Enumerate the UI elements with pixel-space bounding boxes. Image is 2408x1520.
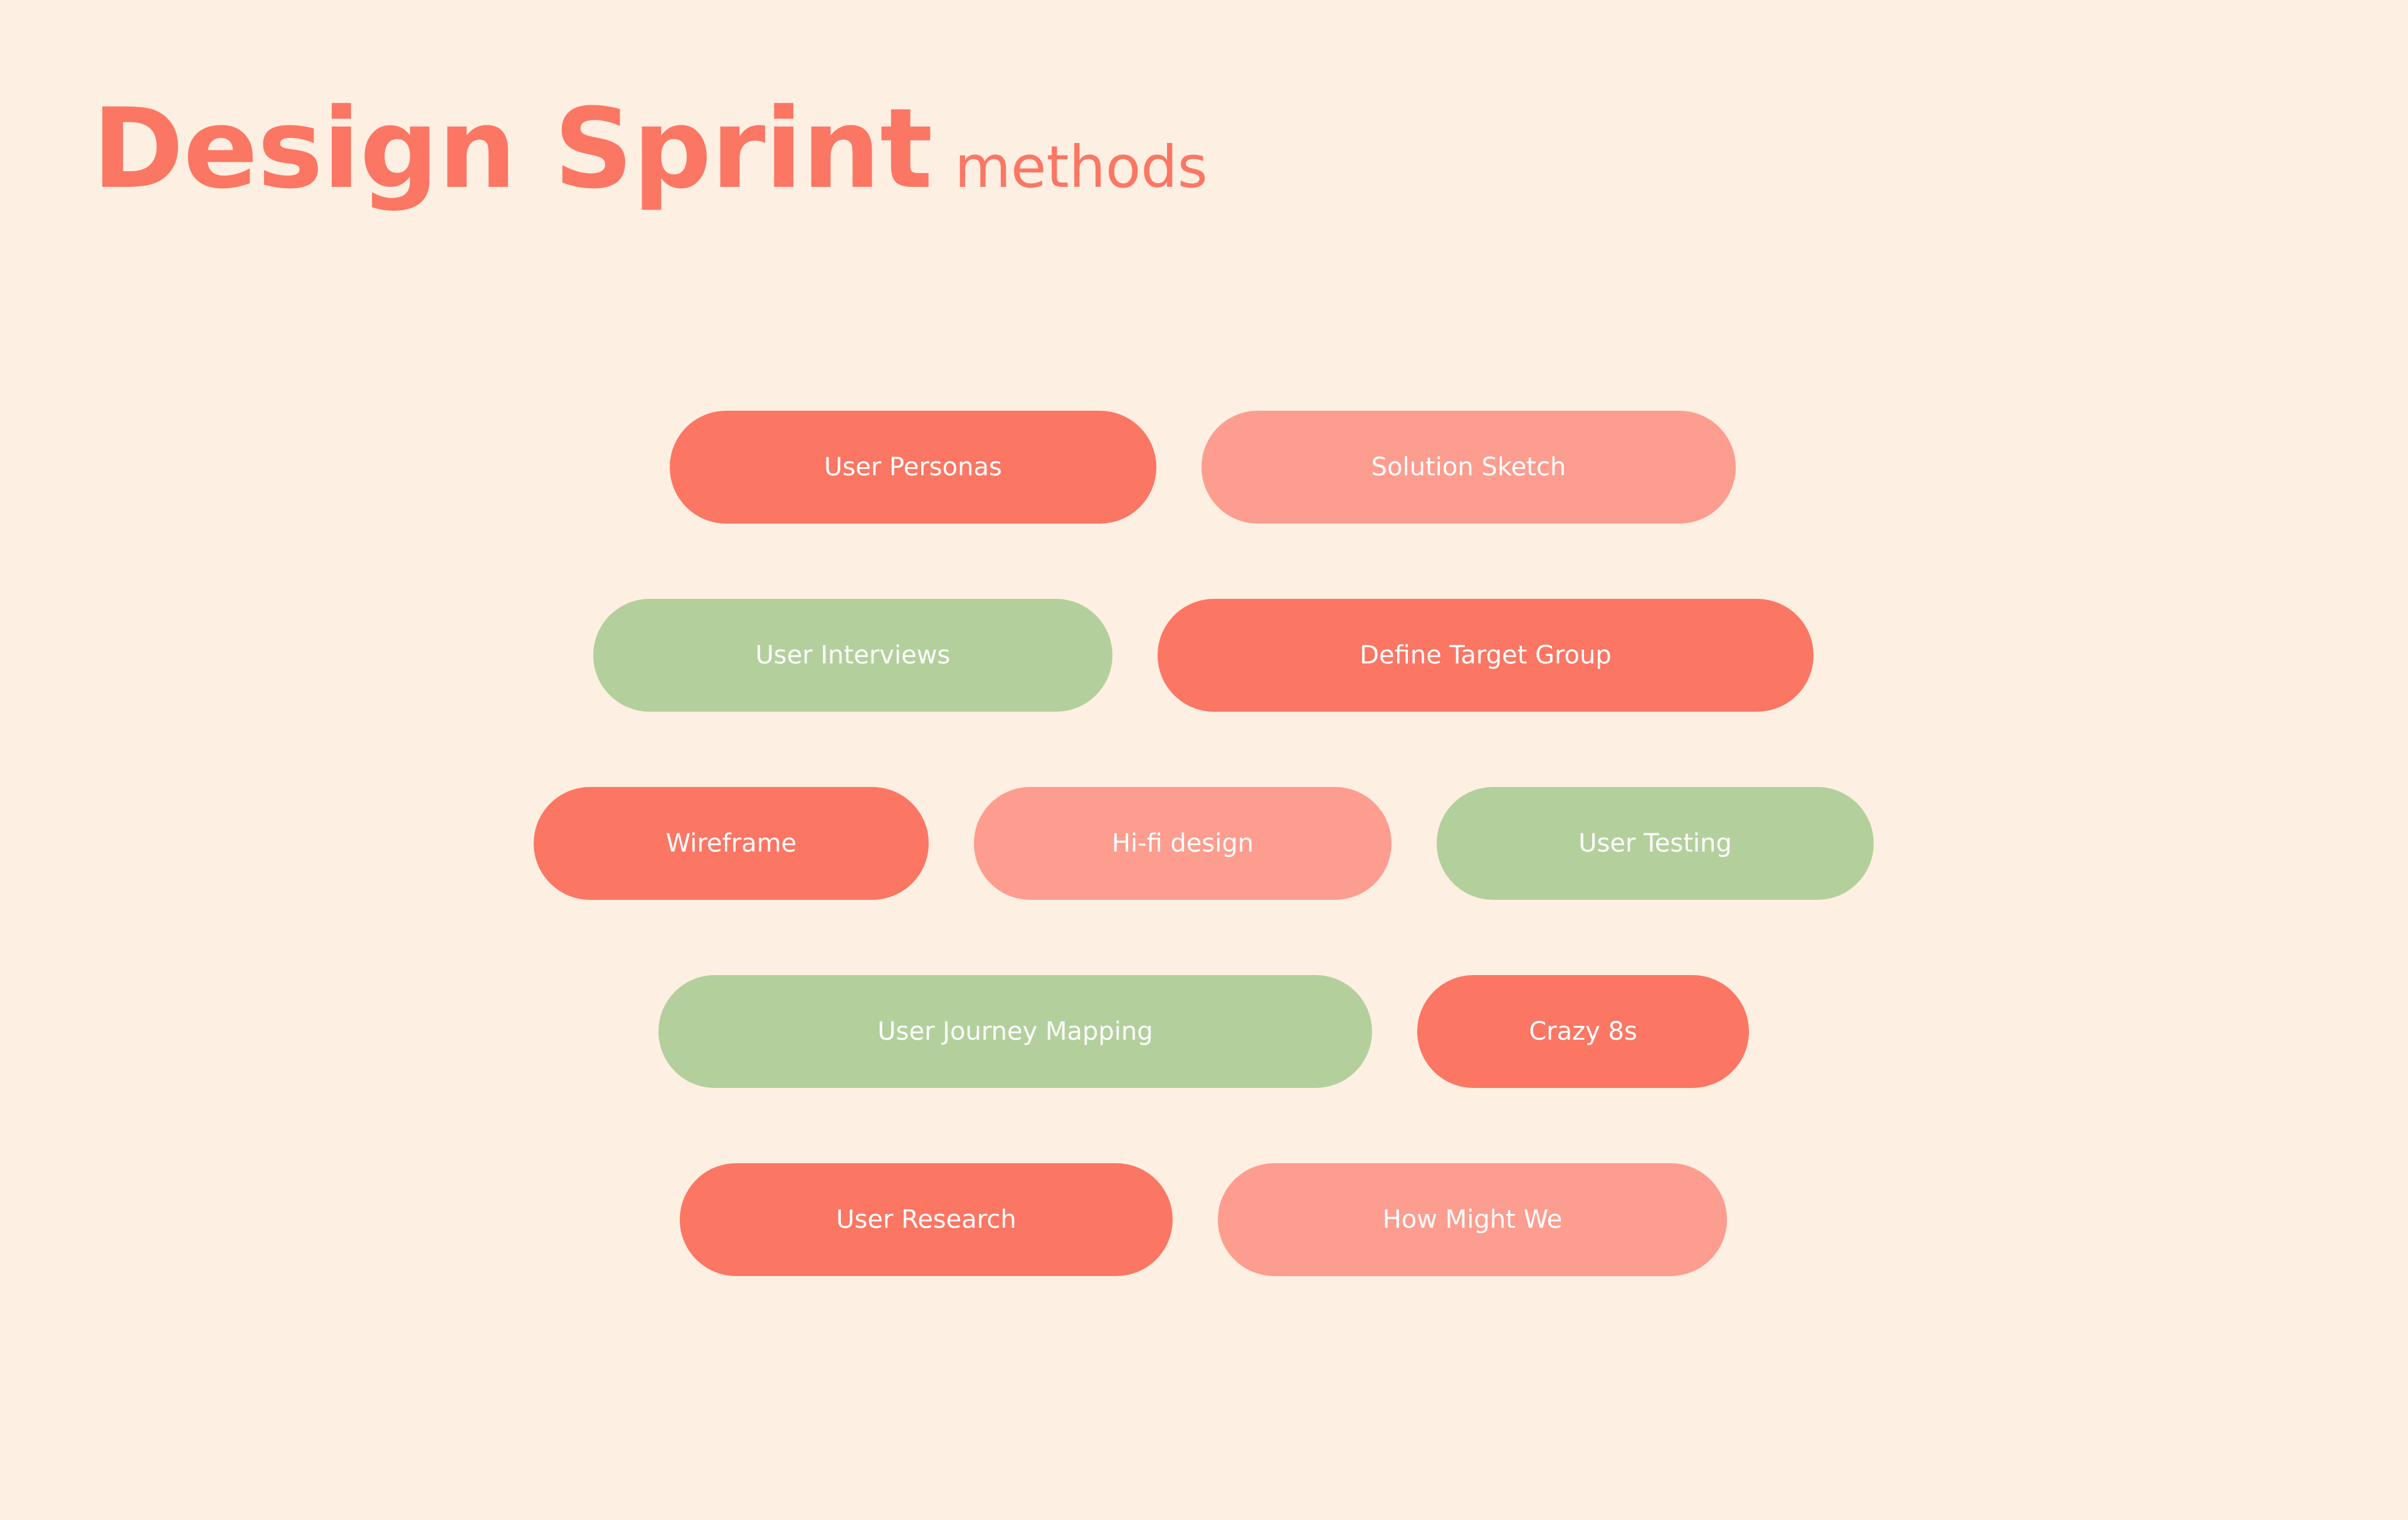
method-pill-how-might-we: How Might We (1218, 1163, 1727, 1276)
title-main: Design Sprint (92, 85, 932, 213)
method-pill-user-interviews: User Interviews (593, 599, 1112, 712)
method-pill-crazy-8s: Crazy 8s (1417, 975, 1749, 1088)
method-pill-wireframe: Wireframe (534, 787, 929, 900)
method-pill-define-target-group: Define Target Group (1158, 599, 1814, 712)
method-pill-hi-fi-design: Hi-fi design (974, 787, 1391, 900)
title-subtitle: methods (954, 134, 1208, 201)
method-pill-user-testing: User Testing (1437, 787, 1874, 900)
method-pill-user-personas: User Personas (670, 411, 1156, 524)
method-pill-user-research: User Research (680, 1163, 1173, 1276)
method-pill-user-journey-mapping: User Journey Mapping (658, 975, 1372, 1088)
method-pill-solution-sketch: Solution Sketch (1201, 411, 1736, 524)
